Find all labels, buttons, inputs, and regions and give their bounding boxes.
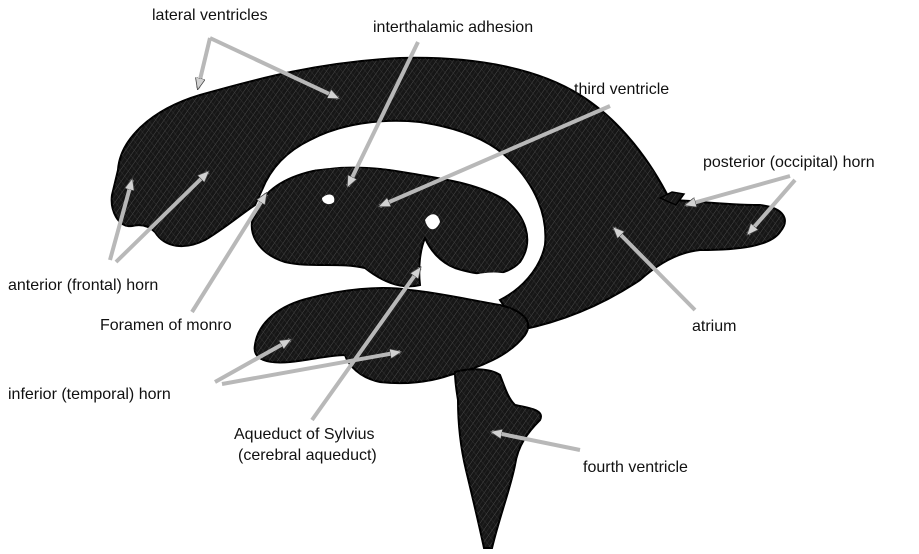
label-atrium: atrium (692, 317, 736, 337)
fourth-ventricle-shape (455, 369, 541, 548)
third-ventricle-shape (252, 167, 527, 287)
label-interthalamic-adhesion: interthalamic adhesion (373, 18, 533, 38)
label-posterior-horn: posterior (occipital) horn (703, 153, 875, 173)
arrow-lateral-left (198, 38, 210, 88)
label-inferior-horn: inferior (temporal) horn (8, 385, 171, 405)
label-anterior-horn: anterior (frontal) horn (8, 276, 158, 296)
label-lateral-ventricles: lateral ventricles (152, 6, 268, 26)
label-aqueduct-line1: Aqueduct of Sylvius (234, 425, 375, 445)
label-foramen-of-monro: Foramen of monro (100, 316, 232, 336)
label-fourth-ventricle: fourth ventricle (583, 458, 688, 478)
label-aqueduct-line2: (cerebral aqueduct) (238, 446, 377, 466)
label-third-ventricle: third ventricle (574, 80, 669, 100)
